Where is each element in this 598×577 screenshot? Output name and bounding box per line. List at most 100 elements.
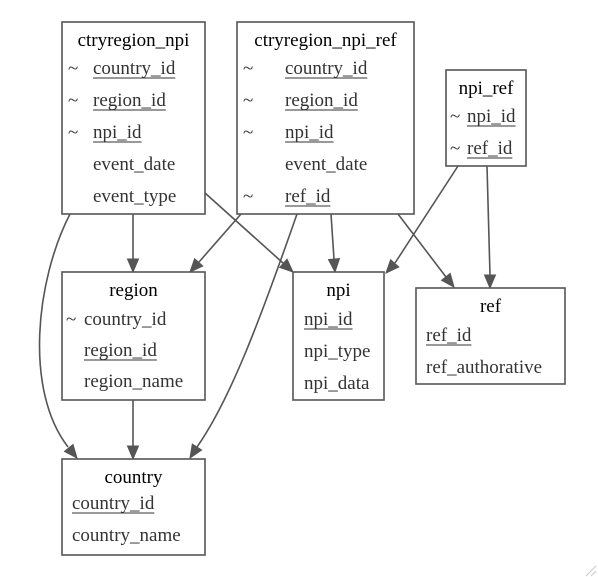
resize-grip-icon[interactable]	[585, 565, 597, 577]
foreign-key-marker: ~	[66, 309, 76, 330]
entity-border	[61, 271, 206, 401]
attribute-row-country-name: country_name	[72, 525, 181, 546]
edge-line	[204, 192, 284, 264]
attribute-row-npi-id: ~ npi_id	[450, 106, 516, 127]
foreign-key-marker: ~	[243, 58, 253, 79]
attribute-key-name: npi_id	[93, 122, 142, 143]
attribute-name: ref_authorative	[426, 357, 542, 378]
attribute-row-npi-id: ~ npi_id	[68, 122, 142, 143]
entity-title: ref	[480, 296, 502, 317]
foreign-key-marker: ~	[450, 106, 460, 127]
edge-ctryregion_npi_ref-to-country	[189, 213, 298, 460]
edge-line	[397, 213, 447, 278]
edge-ctryregion_npi_ref-to-ref	[397, 213, 455, 288]
arrow-head-icon	[385, 258, 400, 274]
entity-country[interactable]: country country_id country_name	[61, 458, 206, 556]
attribute-name: event_date	[93, 154, 175, 175]
edge-ctryregion_npi-to-npi	[204, 192, 294, 273]
edge-ctryregion_npi-to-country	[38, 213, 78, 459]
attribute-key-name: npi_id	[467, 106, 516, 127]
edge-ctryregion_npi_ref-to-npi	[327, 213, 341, 274]
edge-line	[198, 213, 242, 263]
edge-line	[38, 213, 71, 448]
attribute-key-name: ref_id	[285, 186, 331, 207]
attribute-row-npi-type: npi_type	[304, 341, 371, 362]
entity-npi[interactable]: npi npi_id npi_type npi_data	[292, 271, 385, 401]
attribute-row-region-id: region_id	[84, 340, 157, 361]
attribute-row-ref-authorative: ref_authorative	[426, 357, 542, 378]
attribute-row-npi-id: npi_id	[304, 309, 353, 330]
arrow-head-icon	[189, 257, 204, 273]
arrow-head-icon	[327, 258, 341, 274]
entity-border	[292, 271, 385, 401]
attribute-row-npi-id: ~ npi_id	[243, 122, 334, 143]
attribute-row-country-id: ~ country_id	[68, 58, 176, 79]
entity-border	[61, 21, 206, 215]
attribute-name: event_date	[285, 154, 367, 175]
attribute-name: region_name	[84, 371, 183, 392]
attribute-row-event-date: event_date	[93, 154, 175, 175]
attribute-key-name: ref_id	[426, 325, 472, 346]
entity-title: npi_ref	[459, 78, 515, 99]
foreign-key-marker: ~	[243, 122, 253, 143]
attribute-name: country_id	[84, 309, 167, 330]
attribute-key-name: country_id	[285, 58, 368, 79]
entity-npi-ref[interactable]: npi_ref ~ npi_id ~ ref_id	[445, 69, 527, 167]
arrow-head-icon	[189, 443, 203, 460]
edge-line	[394, 165, 459, 264]
attribute-row-npi-data: npi_data	[304, 373, 370, 394]
entity-region[interactable]: region ~ country_id region_id region_name	[61, 271, 206, 401]
attribute-key-name: ref_id	[467, 138, 513, 159]
arrow-head-icon	[483, 274, 497, 290]
arrow-head-icon	[63, 443, 78, 459]
attribute-row-event-date: event_date	[285, 154, 367, 175]
edge-line	[196, 213, 298, 448]
edge-ctryregion_npi-to-region	[126, 214, 140, 274]
entity-ctryregion-npi-ref[interactable]: ctryregion_npi_ref~country_id~region_id~…	[236, 21, 415, 215]
attribute-key-name: npi_id	[285, 122, 334, 143]
attribute-row-country-id: ~ country_id	[66, 309, 167, 330]
attribute-key-name: region_id	[84, 340, 157, 361]
attribute-row-country-id: country_id	[72, 493, 155, 514]
attribute-row-region-id: ~ region_id	[68, 90, 166, 111]
edge-region-to-country	[126, 400, 140, 461]
attribute-row-ref-id: ~ ref_id	[450, 138, 513, 159]
foreign-key-marker: ~	[243, 90, 253, 111]
attribute-key-name: country_id	[93, 58, 176, 79]
entity-title: ctryregion_npi	[78, 30, 190, 51]
edge-line	[330, 213, 335, 260]
entity-title: ctryregion_npi_ref	[254, 30, 397, 51]
entity-border	[61, 458, 206, 556]
attribute-row-country-id: ~ country_id	[243, 58, 368, 79]
edge-npi_ref-to-npi	[385, 165, 459, 274]
entity-border	[236, 21, 415, 215]
entity-title: country	[104, 467, 163, 488]
entity-ref[interactable]: ref ref_id ref_authorative	[415, 287, 566, 385]
entity-border	[445, 69, 527, 167]
attribute-key-name: npi_id	[304, 309, 353, 330]
entity-title: npi	[326, 280, 350, 301]
attribute-name: country_name	[72, 525, 181, 546]
foreign-key-marker: ~	[68, 90, 78, 111]
arrow-head-icon	[278, 258, 294, 273]
attribute-row-ref-id: ~ ref_id	[243, 186, 331, 207]
arrow-head-icon	[126, 258, 140, 274]
edge-line	[486, 165, 491, 276]
attribute-name: npi_data	[304, 373, 370, 394]
attribute-row-region-id: ~region_id	[243, 90, 358, 111]
foreign-key-marker: ~	[450, 138, 460, 159]
foreign-key-marker: ~	[68, 58, 78, 79]
attribute-key-name: region_id	[93, 90, 166, 111]
attribute-row-ref-id: ref_id	[426, 325, 472, 346]
edge-npi_ref-to-ref	[483, 165, 497, 290]
edge-ctryregion_npi_ref-to-region	[189, 213, 242, 273]
foreign-key-marker: ~	[68, 122, 78, 143]
entity-title: region	[109, 280, 158, 301]
entity-boxes: ctryregion_npi~country_id~region_id~npi_…	[61, 21, 566, 556]
entity-border	[415, 287, 566, 385]
attribute-row-region-name: region_name	[84, 371, 183, 392]
attribute-name: npi_type	[304, 341, 371, 362]
foreign-key-marker: ~	[243, 186, 253, 207]
attribute-key-name: country_id	[72, 493, 155, 514]
entity-ctryregion-npi[interactable]: ctryregion_npi~country_id~region_id~npi_…	[61, 21, 206, 215]
